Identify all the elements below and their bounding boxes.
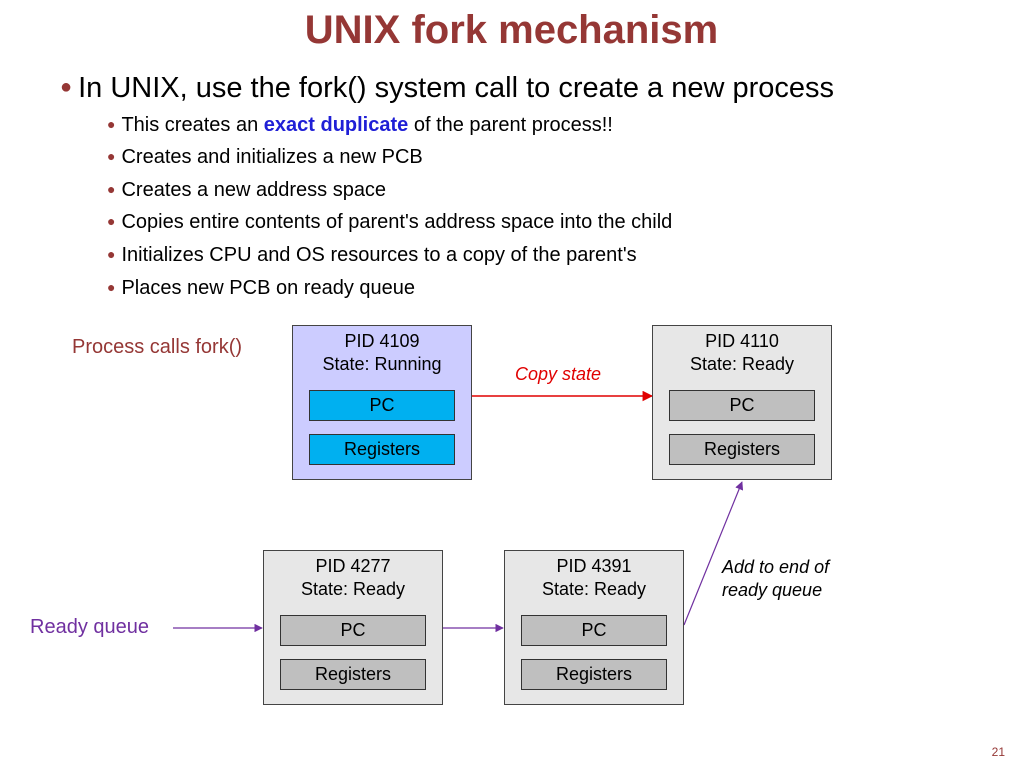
pid-label: PID 4109 xyxy=(344,331,420,351)
registers-field: Registers xyxy=(521,659,667,690)
sub-bullet-5-text: Initializes CPU and OS resources to a co… xyxy=(121,244,637,266)
sub-bullet-1: ● This creates an exact duplicate of the … xyxy=(107,114,613,137)
state-label: State: Ready xyxy=(300,579,406,599)
pcb-header: PID 4109 State: Running xyxy=(293,330,471,376)
state-label: State: Running xyxy=(322,354,442,374)
main-bullet-text: In UNIX, use the fork() system call to c… xyxy=(78,72,834,104)
bullet-dot-icon: ● xyxy=(107,279,116,295)
add-to-end-label: Add to end of ready queue xyxy=(722,557,830,600)
sub-bullet-6: ● Places new PCB on ready queue xyxy=(107,277,415,300)
sub-bullet-5: ● Initializes CPU and OS resources to a c… xyxy=(107,244,637,267)
state-label: State: Ready xyxy=(541,579,647,599)
state-label: State: Ready xyxy=(689,354,795,374)
pid-label: PID 4277 xyxy=(315,556,391,576)
ready-queue-label: Ready queue xyxy=(30,616,149,638)
bullet-dot-icon: ● xyxy=(107,181,116,197)
pcb-4277: PID 4277 State: Ready PC Registers xyxy=(263,550,443,705)
copy-state-label: Copy state xyxy=(515,364,602,384)
main-bullet: ●In UNIX, use the fork() system call to … xyxy=(60,72,834,105)
sub-bullet-1-post: of the parent process!! xyxy=(408,114,613,136)
sub-bullet-2-text: Creates and initializes a new PCB xyxy=(121,146,423,168)
pcb-header: PID 4277 State: Ready xyxy=(264,555,442,601)
sub-bullet-1-emphasis: exact duplicate xyxy=(263,114,409,136)
sub-bullet-1-pre: This creates an xyxy=(121,114,264,136)
bullet-dot-icon: ● xyxy=(107,213,116,229)
sub-bullet-2: ● Creates and initializes a new PCB xyxy=(107,146,423,169)
sub-bullet-6-text: Places new PCB on ready queue xyxy=(121,277,415,299)
process-calls-fork-label: Process calls fork() xyxy=(72,336,243,358)
sub-bullet-3-text: Creates a new address space xyxy=(121,179,387,201)
registers-field: Registers xyxy=(309,434,455,465)
bullet-dot-icon: ● xyxy=(107,116,116,132)
pcb-header: PID 4110 State: Ready xyxy=(653,330,831,376)
add-to-queue-arrow xyxy=(683,481,744,626)
pid-label: PID 4110 xyxy=(705,331,779,351)
registers-field: Registers xyxy=(669,434,815,465)
pc-field: PC xyxy=(309,390,455,421)
bullet-dot-icon: ● xyxy=(107,246,116,262)
pc-field: PC xyxy=(280,615,426,646)
pcb-4391: PID 4391 State: Ready PC Registers xyxy=(504,550,684,705)
sub-bullet-4: ● Copies entire contents of parent's addr… xyxy=(107,211,672,234)
registers-field: Registers xyxy=(280,659,426,690)
sub-bullet-4-text: Copies entire contents of parent's addre… xyxy=(121,211,673,233)
page-number: 21 xyxy=(991,745,1005,759)
pc-field: PC xyxy=(521,615,667,646)
pcb-header: PID 4391 State: Ready xyxy=(505,555,683,601)
sub-bullet-3: ● Creates a new address space xyxy=(107,179,386,202)
pid-label: PID 4391 xyxy=(556,556,632,576)
pcb-4109: PID 4109 State: Running PC Registers xyxy=(292,325,472,480)
bullet-dot-icon: ● xyxy=(60,76,73,98)
bullet-dot-icon: ● xyxy=(107,148,116,164)
slide-title: UNIX fork mechanism xyxy=(304,8,719,52)
pcb-4110: PID 4110 State: Ready PC Registers xyxy=(652,325,832,480)
pc-field: PC xyxy=(669,390,815,421)
